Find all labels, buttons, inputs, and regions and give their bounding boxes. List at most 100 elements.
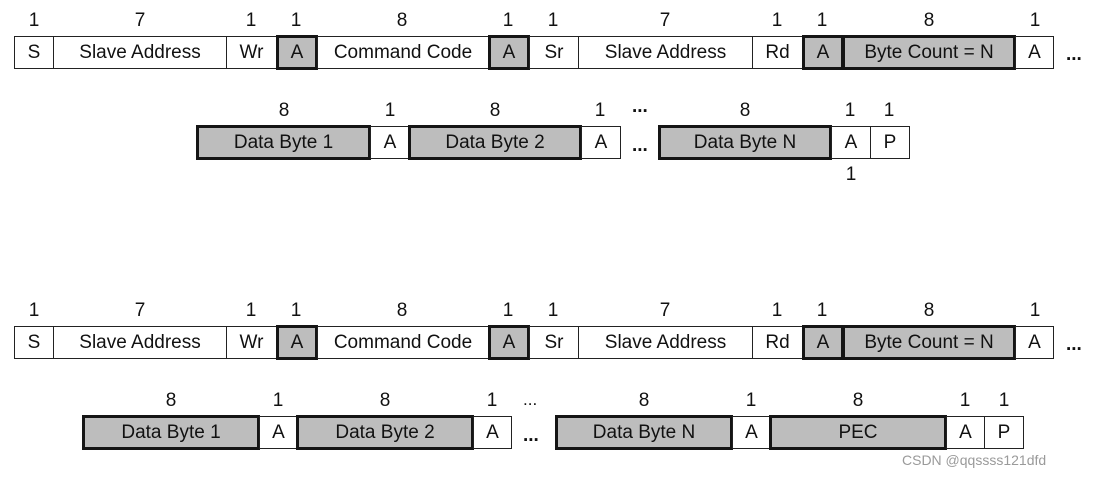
field-label: Slave Address: [604, 331, 727, 353]
field-label: A: [745, 421, 758, 443]
field-label: Rd: [765, 331, 790, 353]
field-label: A: [959, 421, 972, 443]
field-label: S: [27, 41, 41, 63]
bit-count: 8: [379, 390, 391, 411]
data-byte-field: Data Byte 1: [196, 125, 371, 160]
bit-count: 8: [396, 10, 408, 31]
start-field: S: [14, 326, 54, 359]
bit-count: 1: [844, 100, 856, 121]
field-label: A: [290, 41, 304, 63]
field-label: Slave Address: [79, 41, 201, 63]
bit-count-below: 1: [845, 164, 857, 185]
bit-count: 8: [852, 390, 864, 411]
field-label: Byte Count = N: [864, 41, 994, 63]
field-label: A: [383, 131, 397, 153]
bit-count: 7: [134, 10, 146, 31]
bit-count: 1: [502, 10, 514, 31]
bit-count: 1: [998, 390, 1010, 411]
start-field: S: [14, 36, 54, 69]
continuation-ellipsis: ...: [1066, 44, 1082, 65]
field-label: A: [816, 331, 830, 353]
data-byte-field: Data Byte 1: [82, 415, 260, 450]
field-label: Command Code: [333, 41, 473, 63]
bit-count: 1: [245, 10, 257, 31]
field-label: A: [594, 131, 608, 153]
bit-count: 1: [771, 10, 783, 31]
field-label: A: [502, 41, 516, 63]
field-label: A: [290, 331, 304, 353]
bit-count: 1: [1029, 300, 1041, 321]
field-label: A: [486, 421, 499, 443]
bit-count: 8: [638, 390, 650, 411]
bit-count: 1: [272, 390, 284, 411]
field-label: Data Byte 2: [445, 131, 545, 153]
bit-count: 8: [396, 300, 408, 321]
ack-field: A: [831, 126, 871, 159]
bit-count: 1: [28, 10, 40, 31]
field-label: Slave Address: [79, 331, 201, 353]
field-label: A: [1028, 41, 1041, 63]
bit-count: 1: [486, 390, 498, 411]
command-code-field: Command Code: [317, 36, 489, 69]
field-label: A: [502, 331, 516, 353]
repeated-start-field: Sr: [529, 326, 579, 359]
bit-count: 1: [745, 390, 757, 411]
ack-field: A: [259, 416, 298, 449]
bit-count: 1: [547, 300, 559, 321]
field-label: Byte Count = N: [864, 331, 994, 353]
field-label: P: [997, 421, 1011, 443]
field-label: Data Byte N: [693, 131, 797, 153]
gap-ellipsis: ...: [632, 135, 648, 156]
read-bit-field: Rd: [752, 326, 803, 359]
field-label: S: [27, 331, 41, 353]
ack-field: A: [581, 126, 621, 159]
continuation-ellipsis: ...: [1066, 334, 1082, 355]
gap-ellipsis: ...: [523, 425, 539, 446]
field-label: Sr: [544, 41, 564, 63]
ack-field: A: [276, 325, 318, 360]
bit-count: 1: [594, 100, 606, 121]
bit-count: 1: [547, 10, 559, 31]
field-label: A: [816, 41, 830, 63]
write-bit-field: Wr: [226, 36, 277, 69]
read-bit-field: Rd: [752, 36, 803, 69]
byte-count-field: Byte Count = N: [842, 325, 1016, 360]
bit-count: 1: [290, 10, 302, 31]
slave-address-field: Slave Address: [578, 326, 753, 359]
gap-ellipsis: ...: [523, 390, 538, 409]
bit-count: 1: [771, 300, 783, 321]
ack-field: A: [946, 416, 985, 449]
field-label: Rd: [765, 41, 790, 63]
repeated-start-field: Sr: [529, 36, 579, 69]
ack-field: A: [1015, 326, 1054, 359]
ack-field: A: [1015, 36, 1054, 69]
data-byte-field: Data Byte N: [658, 125, 832, 160]
bit-count: 1: [245, 300, 257, 321]
gap-ellipsis: ...: [632, 96, 648, 117]
field-label: Data Byte 1: [233, 131, 334, 153]
field-label: Data Byte N: [592, 421, 696, 443]
bit-count: 1: [883, 100, 895, 121]
field-label: Wr: [239, 331, 264, 353]
ack-field: A: [370, 126, 410, 159]
field-label: P: [883, 131, 897, 153]
ack-field: A: [802, 325, 844, 360]
field-label: Command Code: [333, 331, 473, 353]
write-bit-field: Wr: [226, 326, 277, 359]
field-label: Data Byte 1: [121, 421, 221, 443]
bit-count: 7: [134, 300, 146, 321]
bit-count: 1: [28, 300, 40, 321]
field-label: Sr: [544, 331, 564, 353]
bit-count: 7: [659, 300, 671, 321]
ack-field: A: [802, 35, 844, 70]
bit-count: 8: [923, 300, 935, 321]
ack-field: A: [473, 416, 512, 449]
field-label: Data Byte 2: [335, 421, 435, 443]
bit-count: 8: [489, 100, 501, 121]
bit-count: 8: [739, 100, 751, 121]
ack-field: A: [276, 35, 318, 70]
bit-count: 1: [1029, 10, 1041, 31]
field-label: Slave Address: [604, 41, 727, 63]
data-byte-field: Data Byte 2: [296, 415, 474, 450]
